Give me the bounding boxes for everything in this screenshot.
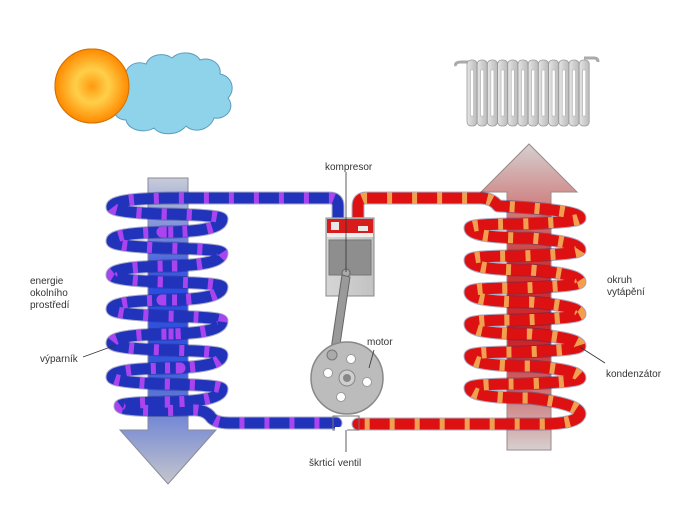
cold-refrigerant-pipe — [105, 191, 345, 430]
radiator-icon — [454, 56, 600, 127]
cold-pipe — [106, 192, 344, 429]
radiator-fin-gap — [531, 69, 535, 117]
radiator-fin-gap — [541, 69, 546, 117]
condenser-label: kondenzátor — [606, 369, 662, 380]
radiator-fin-gap — [572, 69, 576, 117]
radiator-fin-gap — [521, 69, 525, 117]
radiator-fin-gap — [470, 69, 474, 117]
compressor-label: kompresor — [325, 162, 373, 173]
compressor — [325, 217, 375, 359]
throttle-valve-label: škrticí ventil — [309, 458, 362, 469]
cloud-icon — [54, 48, 233, 135]
motor-flywheel — [310, 341, 384, 415]
hot-refrigerant-pipe — [351, 191, 587, 431]
radiator-fin-gap — [480, 69, 484, 117]
evaporator-label: výparník — [40, 354, 78, 365]
radiator-fin-gap — [551, 69, 556, 117]
radiator-fin-gap — [511, 69, 515, 117]
radiator-fin-gap — [490, 69, 495, 117]
radiator-fin-gap — [582, 69, 586, 117]
hot-pipe — [352, 192, 586, 430]
leader-lines — [82, 172, 606, 452]
radiator-fin-gap — [500, 69, 505, 117]
heating-circuit-label: okruh vytápění — [607, 275, 645, 298]
energy-source-label: energie okolního prostředí — [30, 276, 70, 311]
radiator-fin-gap — [562, 69, 566, 117]
motor-label: motor — [367, 337, 393, 348]
